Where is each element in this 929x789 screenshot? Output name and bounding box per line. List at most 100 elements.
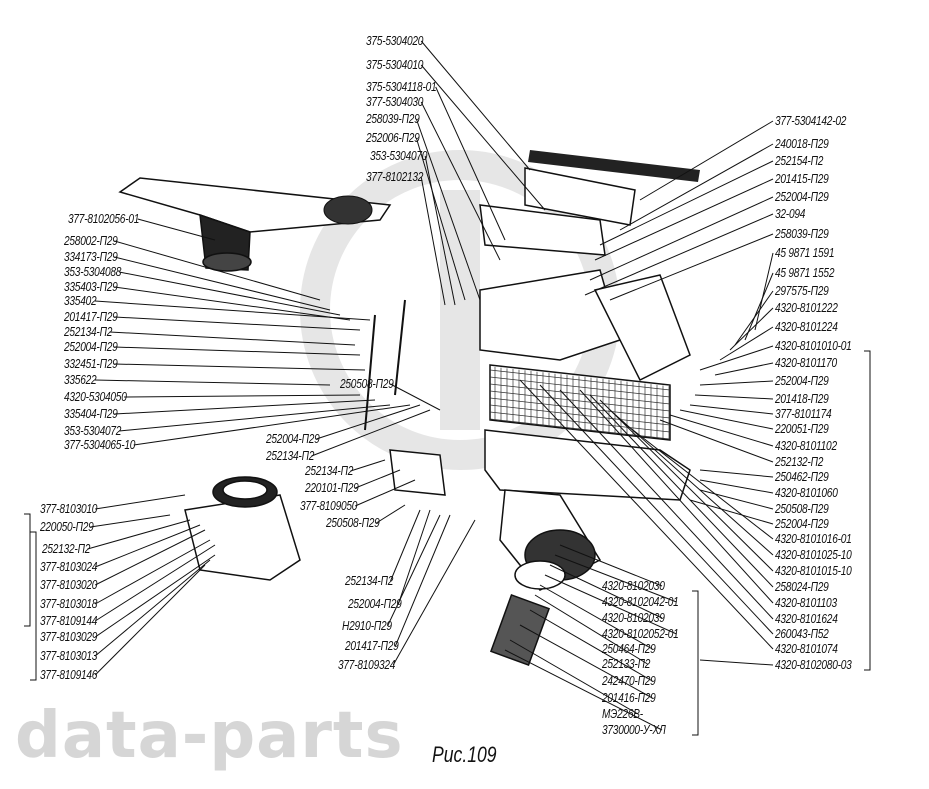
leader-line (589, 394, 774, 588)
leader-lines (24, 40, 871, 736)
part-number-label: 4320-8102039 (602, 610, 665, 625)
part-number-label: МЭ226В- (602, 706, 643, 721)
leader-line (390, 509, 421, 582)
part-number-label: 260043-П52 (775, 626, 829, 641)
part-number-label: 252134-П2 (64, 324, 113, 339)
part-number-label: 252132-П2 (42, 541, 91, 556)
part-number-label: 258039-П29 (775, 226, 829, 241)
part-number-label: 377-8103020 (40, 577, 98, 592)
heater-core-tube (489, 369, 671, 391)
heater-core-tube (489, 390, 671, 412)
leader-line (679, 409, 774, 430)
leader-line (584, 213, 774, 296)
left-valve-housing (184, 476, 301, 581)
leader-line (529, 609, 653, 682)
part-number-label: 4320-8102080-03 (775, 657, 852, 672)
leader-line (119, 271, 341, 316)
part-number-label: 250508-П29 (326, 515, 380, 530)
leader-line (609, 409, 774, 556)
part-number-label: 377-8102132 (366, 169, 424, 184)
leader-line (387, 514, 441, 627)
leader-line (124, 394, 361, 398)
part-number-label: 220101-П29 (305, 480, 359, 495)
part-number-label: 4320-8101060 (775, 485, 838, 500)
leader-line (435, 86, 506, 241)
part-number-label: 252154-П2 (775, 153, 824, 168)
grouping-bracket (30, 531, 37, 681)
leader-line (94, 539, 211, 605)
part-number-label: 334173-П29 (64, 249, 118, 264)
part-number-label: 4320-8102052-01 (602, 626, 679, 641)
part-number-label: 45 9871 1591 (775, 245, 835, 260)
leader-line (87, 519, 191, 550)
part-number-label: 377-8103010 (40, 501, 98, 516)
leader-line (754, 252, 774, 331)
part-number-label: 377-8109050 (300, 498, 358, 513)
part-number-label: 252132-П2 (775, 454, 824, 469)
leader-line (114, 286, 351, 321)
part-number-label: 201415-П29 (775, 171, 829, 186)
part-number-label: 4320-8101102 (775, 438, 837, 453)
heater-core-tube (489, 397, 671, 419)
leader-line (669, 414, 774, 447)
part-number-label: 377-8109146 (40, 667, 98, 682)
part-number-label: 4320-8101010-01 (775, 338, 852, 353)
part-number-label: 377-8103013 (40, 648, 98, 663)
upper-housing (479, 167, 691, 382)
leader-line (133, 404, 411, 446)
leader-line (424, 155, 456, 306)
leader-line (714, 362, 774, 376)
part-number-label: 4320-8101015-10 (775, 563, 852, 578)
leader-line (94, 544, 216, 622)
part-number-label: 252004-П29 (775, 373, 829, 388)
leader-line (539, 584, 653, 650)
leader-line (397, 509, 431, 605)
part-number-label: 250508-П29 (340, 376, 394, 391)
part-number-label: 252004-П29 (266, 431, 320, 446)
leader-line (420, 101, 501, 261)
part-number-label: 45 9871 1552 (775, 265, 835, 280)
heater-core-tube (489, 383, 671, 405)
part-number-label: 258002-П29 (64, 233, 118, 248)
part-number-label: 220051-П29 (775, 421, 829, 436)
leader-line (114, 399, 376, 415)
part-number-label: 4320-8101624 (775, 611, 838, 626)
leader-line (699, 479, 774, 494)
part-number-label: 201418-П29 (775, 391, 829, 406)
leader-line (699, 469, 774, 478)
leader-line (729, 307, 774, 351)
leader-line (699, 380, 774, 386)
part-number-label: 252004-П29 (348, 596, 402, 611)
leader-line (114, 363, 366, 371)
part-number-label: 335622 (64, 372, 97, 387)
part-number-label: 377-8109324 (338, 657, 396, 672)
heater-core-tube (489, 411, 671, 433)
part-number-label: 377-8102056-01 (68, 211, 140, 226)
part-number-label: 335404-П29 (64, 406, 118, 421)
part-number-label: 297575-П29 (775, 283, 829, 298)
lower-housing (484, 429, 691, 501)
leader-line (392, 519, 476, 666)
leader-line (599, 160, 774, 246)
leader-line (744, 272, 774, 341)
part-number-label: 4320-8101222 (775, 300, 838, 315)
leader-line (554, 554, 677, 603)
heater-core (489, 364, 671, 441)
leader-line (559, 389, 774, 620)
part-number-label: 4320-8101103 (775, 595, 837, 610)
part-number-label: 377-5304065-10 (64, 437, 136, 452)
leader-line (639, 120, 774, 201)
part-number-label: 252134-П2 (266, 448, 315, 463)
leader-line (137, 218, 216, 241)
part-number-label: 250462-П29 (775, 469, 829, 484)
heater-core-tube (489, 404, 671, 426)
leader-line (311, 409, 431, 457)
leader-line (114, 256, 331, 311)
part-number-label: 375-5304020 (366, 33, 424, 48)
leader-line (519, 624, 653, 699)
part-number-label: 4320-8101170 (775, 355, 837, 370)
part-number-label: 250508-П29 (775, 501, 829, 516)
leader-line (114, 316, 361, 331)
part-number-label: 258039-П29 (366, 111, 420, 126)
